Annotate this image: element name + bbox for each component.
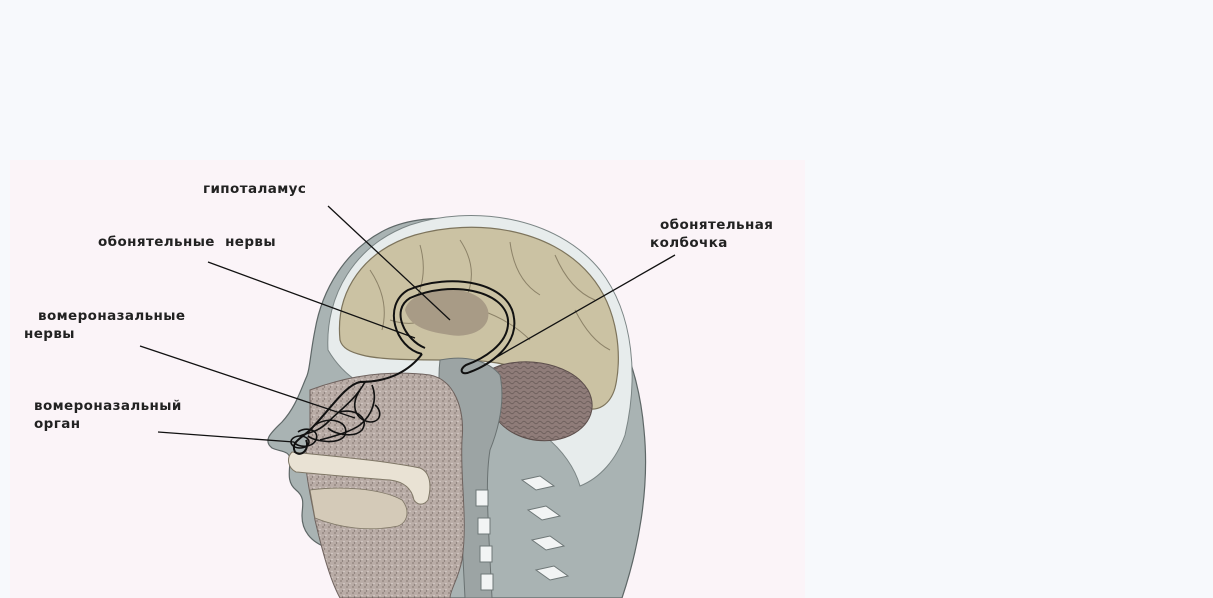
label-hypothalamus: гипоталамус <box>203 181 306 198</box>
label-vomeronasal-organ-line1: вомероназальный <box>34 398 182 415</box>
label-vomeronasal-nerves-line2: нервы <box>24 326 75 343</box>
head-section-diagram: гипоталамус обонятельные нервы обонятель… <box>10 160 805 598</box>
label-vomeronasal-nerves-line1: вомероназальные <box>38 308 185 325</box>
label-olfactory-bulb-line2: колбочка <box>650 235 728 252</box>
label-olfactory-bulb-line1: обонятельная <box>660 217 773 234</box>
label-vomeronasal-organ-line2: орган <box>34 416 80 433</box>
label-olfactory-nerves: обонятельные нервы <box>98 234 276 251</box>
